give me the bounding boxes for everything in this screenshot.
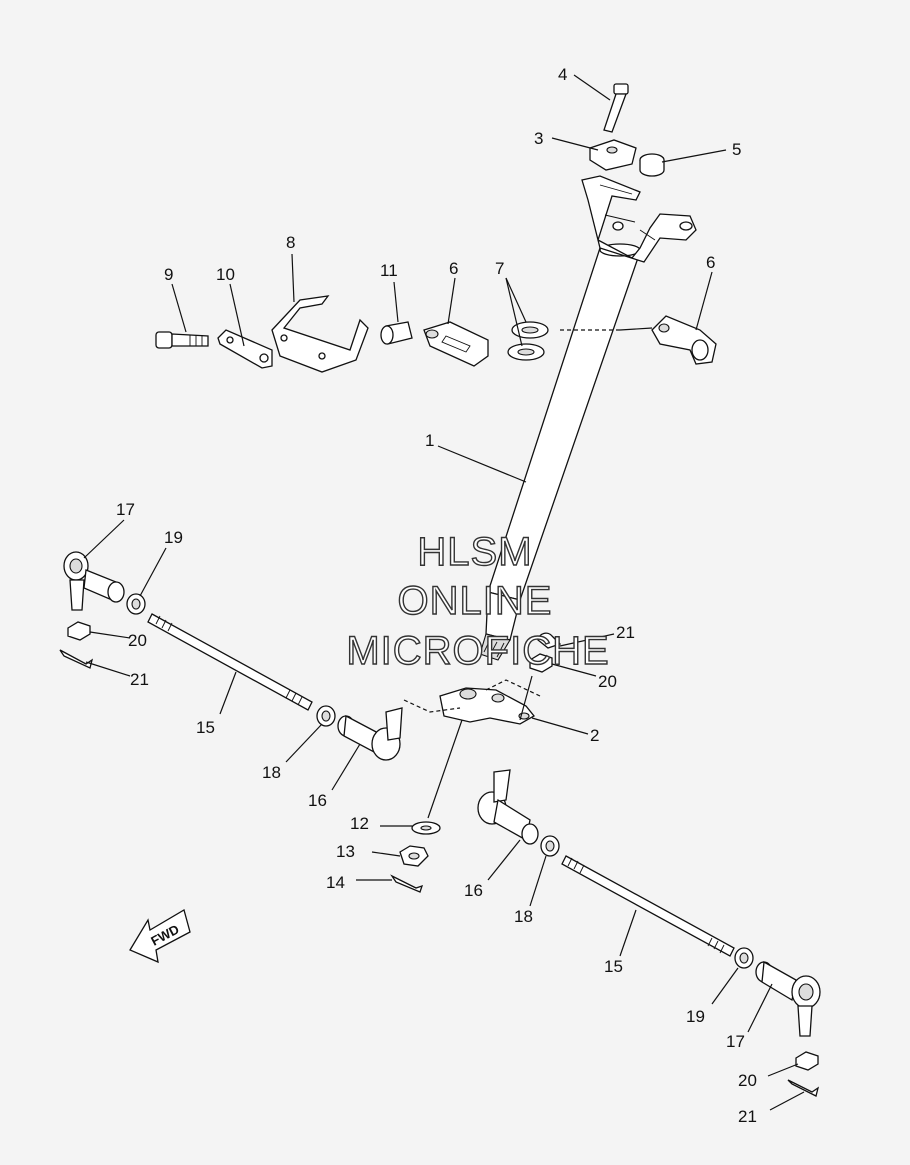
callout-3: 3 bbox=[534, 129, 543, 148]
pitman-arm-part[interactable] bbox=[439, 687, 535, 725]
callout-10: 10 bbox=[216, 265, 235, 284]
lock-nut-part[interactable] bbox=[540, 835, 560, 857]
cotter-pin-part[interactable] bbox=[537, 632, 562, 649]
cotter-pin-part[interactable] bbox=[59, 649, 94, 669]
callout-13: 13 bbox=[336, 842, 355, 861]
tie-rod-end-part[interactable] bbox=[337, 707, 403, 761]
callout-6: 6 bbox=[449, 259, 458, 278]
callout-2: 2 bbox=[590, 726, 599, 745]
callout-17: 17 bbox=[726, 1032, 745, 1051]
tie-rod-part[interactable] bbox=[147, 613, 313, 711]
lock-nut-part[interactable] bbox=[126, 593, 146, 615]
callout-20: 20 bbox=[128, 631, 147, 650]
watermark: HLSM ONLINE MICROFICHE bbox=[346, 529, 610, 673]
callout-19: 19 bbox=[686, 1007, 705, 1026]
callout-20: 20 bbox=[738, 1071, 757, 1090]
callout-5: 5 bbox=[732, 140, 741, 159]
forward-arrow-icon: FWD bbox=[129, 909, 191, 964]
callout-labels: 4 3 5 8 9 10 11 6 7 6 1 17 19 20 21 15 1… bbox=[116, 65, 757, 1126]
callout-18: 18 bbox=[514, 907, 533, 926]
callout-4: 4 bbox=[558, 65, 567, 84]
callout-15: 15 bbox=[196, 718, 215, 737]
holder-lower-part[interactable] bbox=[423, 321, 489, 367]
bolt-part[interactable] bbox=[155, 331, 209, 349]
nut-part[interactable] bbox=[795, 1051, 819, 1071]
callout-12: 12 bbox=[350, 814, 369, 833]
collar-part[interactable] bbox=[380, 321, 413, 345]
tie-rod-end-part[interactable] bbox=[63, 551, 125, 611]
callout-21: 21 bbox=[616, 623, 635, 642]
callout-18: 18 bbox=[262, 763, 281, 782]
callout-16: 16 bbox=[464, 881, 483, 900]
watermark-line-3: MICROFICHE bbox=[346, 629, 609, 673]
watermark-line-1: HLSM bbox=[417, 530, 532, 574]
holder-right-part[interactable] bbox=[651, 315, 717, 365]
tie-rod-end-part[interactable] bbox=[755, 960, 821, 1037]
callout-21: 21 bbox=[738, 1107, 757, 1126]
callout-14: 14 bbox=[326, 873, 345, 892]
lock-plate-part[interactable] bbox=[217, 329, 273, 369]
washer-part[interactable] bbox=[411, 821, 441, 835]
lock-nut-part[interactable] bbox=[316, 705, 336, 727]
callout-19: 19 bbox=[164, 528, 183, 547]
callout-1: 1 bbox=[425, 431, 434, 450]
column-top-bracket[interactable] bbox=[581, 175, 697, 263]
callout-7: 7 bbox=[495, 259, 504, 278]
watermark-line-2: ONLINE bbox=[398, 579, 553, 623]
callout-21: 21 bbox=[130, 670, 149, 689]
bolt-part[interactable] bbox=[603, 83, 629, 133]
callout-6: 6 bbox=[706, 253, 715, 272]
nut-part[interactable] bbox=[529, 653, 553, 673]
clip-part[interactable] bbox=[271, 295, 369, 373]
tie-rod-part[interactable] bbox=[561, 855, 735, 957]
cotter-pin-part[interactable] bbox=[390, 874, 424, 893]
callout-15: 15 bbox=[604, 957, 623, 976]
callout-16: 16 bbox=[308, 791, 327, 810]
leader-lines bbox=[83, 74, 805, 1111]
callout-11: 11 bbox=[380, 261, 398, 280]
callout-8: 8 bbox=[286, 233, 295, 252]
callout-9: 9 bbox=[164, 265, 173, 284]
nut-part[interactable] bbox=[399, 845, 429, 867]
washer-part[interactable] bbox=[507, 321, 549, 361]
steering-column-part[interactable] bbox=[479, 243, 641, 661]
nut-part[interactable] bbox=[67, 621, 91, 641]
cotter-pin-part[interactable] bbox=[787, 1079, 820, 1097]
callout-17: 17 bbox=[116, 500, 135, 519]
lock-nut-part[interactable] bbox=[734, 947, 754, 969]
bushing-part[interactable] bbox=[639, 153, 665, 177]
tie-rod-end-part[interactable] bbox=[477, 769, 539, 845]
holder-part[interactable] bbox=[589, 139, 637, 171]
callout-20: 20 bbox=[598, 672, 617, 691]
